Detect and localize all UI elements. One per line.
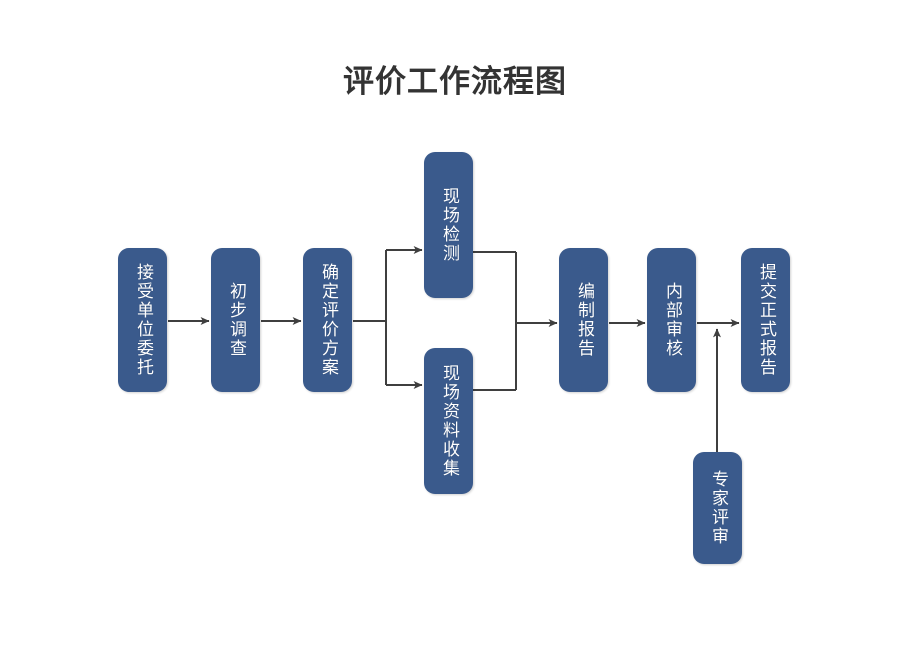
flow-node-label: 现场检测: [439, 187, 459, 263]
flow-node-accept[interactable]: 接受单位委托: [118, 248, 167, 392]
flow-node-onsite-data[interactable]: 现场资料收集: [424, 348, 473, 494]
flow-node-label: 专家评审: [708, 470, 728, 546]
flow-node-label: 初步调查: [226, 282, 246, 358]
flow-node-report[interactable]: 编制报告: [559, 248, 608, 392]
flow-node-label: 现场资料收集: [439, 364, 459, 478]
flow-node-submit[interactable]: 提交正式报告: [741, 248, 790, 392]
flow-node-internal[interactable]: 内部审核: [647, 248, 696, 392]
flow-node-survey[interactable]: 初步调查: [211, 248, 260, 392]
flow-node-label: 确定评价方案: [318, 263, 338, 377]
flow-node-label: 接受单位委托: [133, 263, 153, 377]
flow-node-label: 提交正式报告: [756, 263, 776, 377]
flow-node-onsite-test[interactable]: 现场检测: [424, 152, 473, 298]
page-title: 评价工作流程图: [343, 64, 567, 100]
flow-node-plan[interactable]: 确定评价方案: [303, 248, 352, 392]
flow-node-expert[interactable]: 专家评审: [693, 452, 742, 564]
flow-node-label: 内部审核: [662, 282, 682, 358]
flow-node-label: 编制报告: [574, 282, 594, 358]
